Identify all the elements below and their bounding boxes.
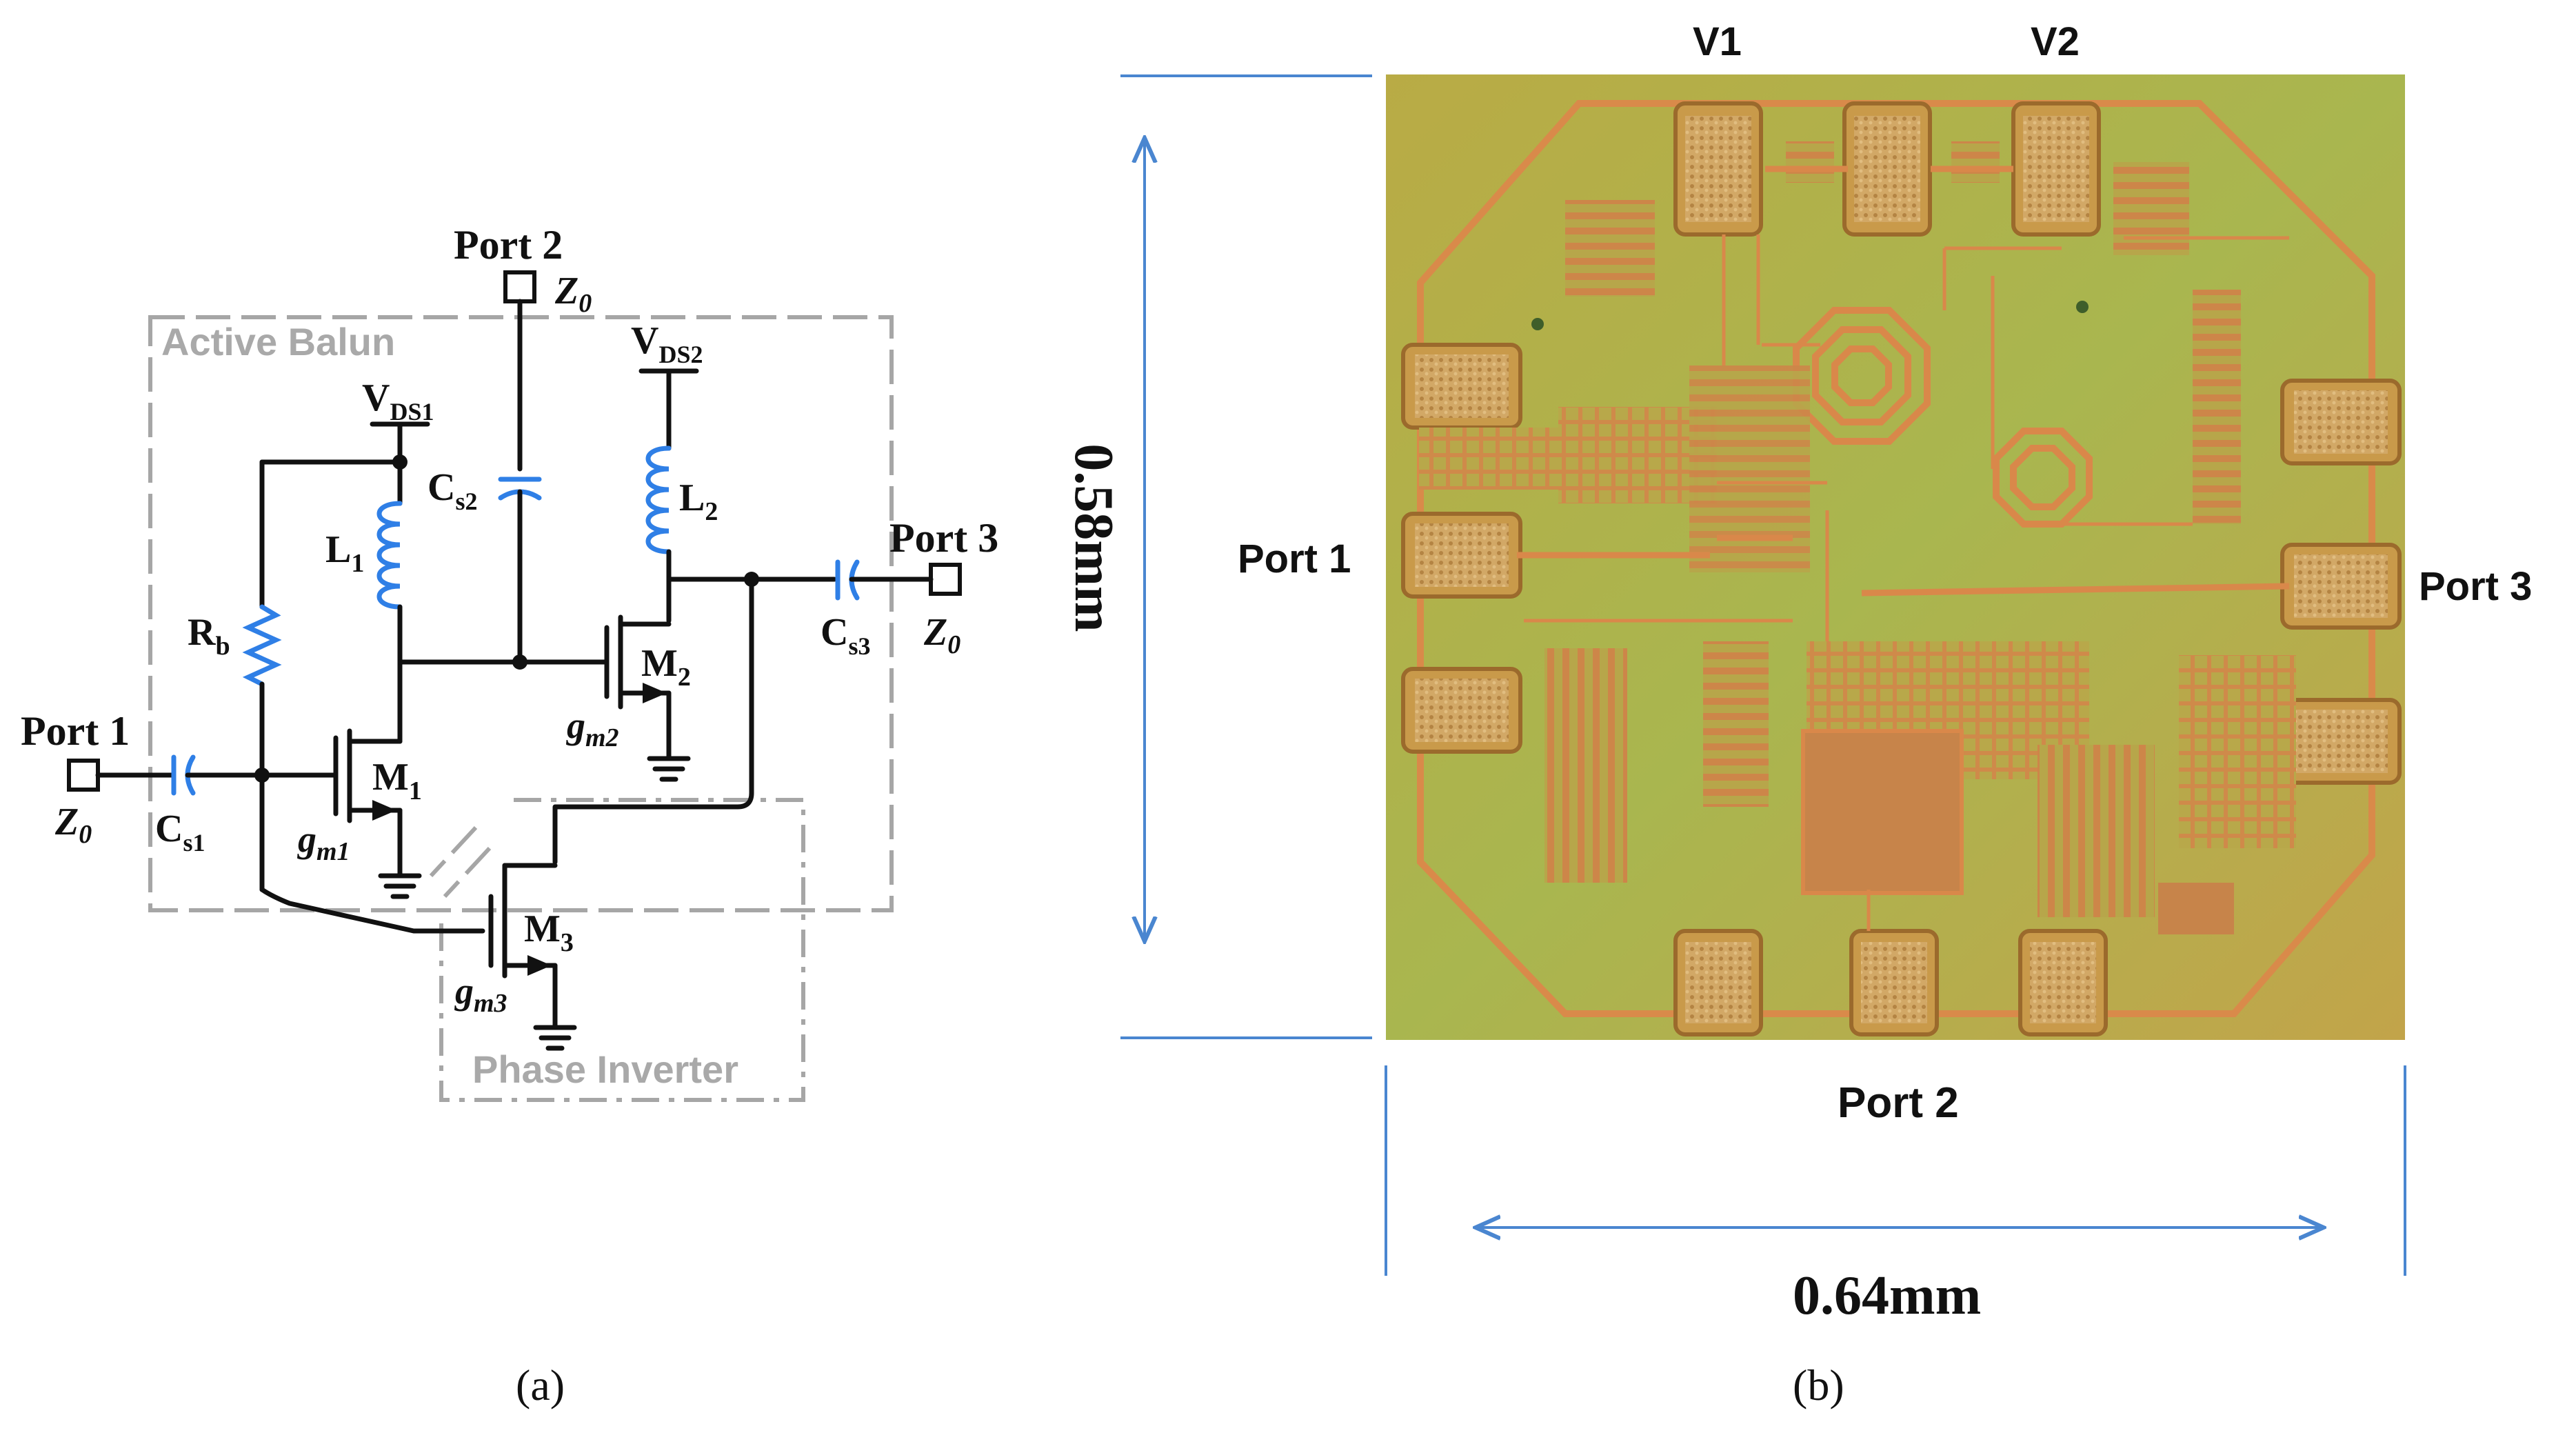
l2-inductor	[645, 445, 672, 554]
subfigure-b-label: (b)	[1793, 1361, 1844, 1410]
metal-traces	[1517, 166, 2290, 931]
port2-label: Port 2	[454, 222, 563, 268]
die-port3-label: Port 3	[2419, 564, 2532, 609]
m2-transistor	[604, 614, 691, 782]
l1-inductor	[376, 501, 403, 610]
port1-label: Port 1	[21, 708, 130, 754]
port3-impedance: Z0	[923, 611, 960, 659]
die-port2-label: Port 2	[1838, 1079, 1959, 1127]
cs2-label: Cs2	[427, 466, 477, 515]
vds1-label: VDS1	[362, 377, 434, 425]
die-port1-label: Port 1	[1238, 537, 1351, 581]
port1-impedance: Z0	[54, 801, 92, 849]
top-pads	[1673, 101, 2101, 237]
port3-terminal	[929, 563, 962, 596]
cs3-label: Cs3	[821, 611, 870, 660]
subfigure-a-label: (a)	[516, 1361, 565, 1410]
m1-transistor	[333, 728, 422, 899]
l1-label: L1	[325, 528, 364, 578]
port1-terminal	[67, 759, 100, 792]
width-dimension-label: 0.64mm	[1793, 1265, 1981, 1326]
rb-label: Rb	[188, 611, 230, 661]
gm1-label: gm1	[297, 819, 350, 866]
left-pads	[1401, 343, 1522, 754]
height-dimension-label: 0.58mm	[1063, 443, 1124, 632]
schematic: Active Balun Phase Inverter Port 2 Z0 Po…	[21, 222, 998, 1410]
vds2-label: VDS2	[631, 319, 703, 368]
phase-inverter-box	[439, 798, 805, 1102]
active-balun-label: Active Balun	[161, 320, 395, 363]
bottom-pads	[1673, 929, 2108, 1036]
v2-pad-label: V2	[2031, 19, 2080, 64]
port3-label: Port 3	[889, 515, 998, 561]
right-pads	[2280, 379, 2402, 785]
phase-inverter-label: Phase Inverter	[472, 1048, 738, 1091]
m3-label: M3	[524, 908, 574, 957]
m3-transistor	[488, 863, 577, 1051]
gm2-label: gm2	[566, 705, 619, 752]
cs1-label: Cs1	[155, 808, 205, 856]
m1-label: M1	[372, 756, 422, 805]
gm3-label: gm3	[454, 970, 507, 1018]
l2-label: L2	[679, 477, 718, 526]
m2-label: M2	[641, 642, 691, 692]
die-photo: V1 V2 Port 1 Port 3 Port 2 0.58mm 0.64mm…	[1063, 19, 2532, 1410]
port2-terminal	[503, 270, 536, 303]
v1-pad-label: V1	[1693, 19, 1742, 64]
rb-resistor	[242, 604, 282, 687]
port2-impedance: Z0	[554, 270, 592, 318]
